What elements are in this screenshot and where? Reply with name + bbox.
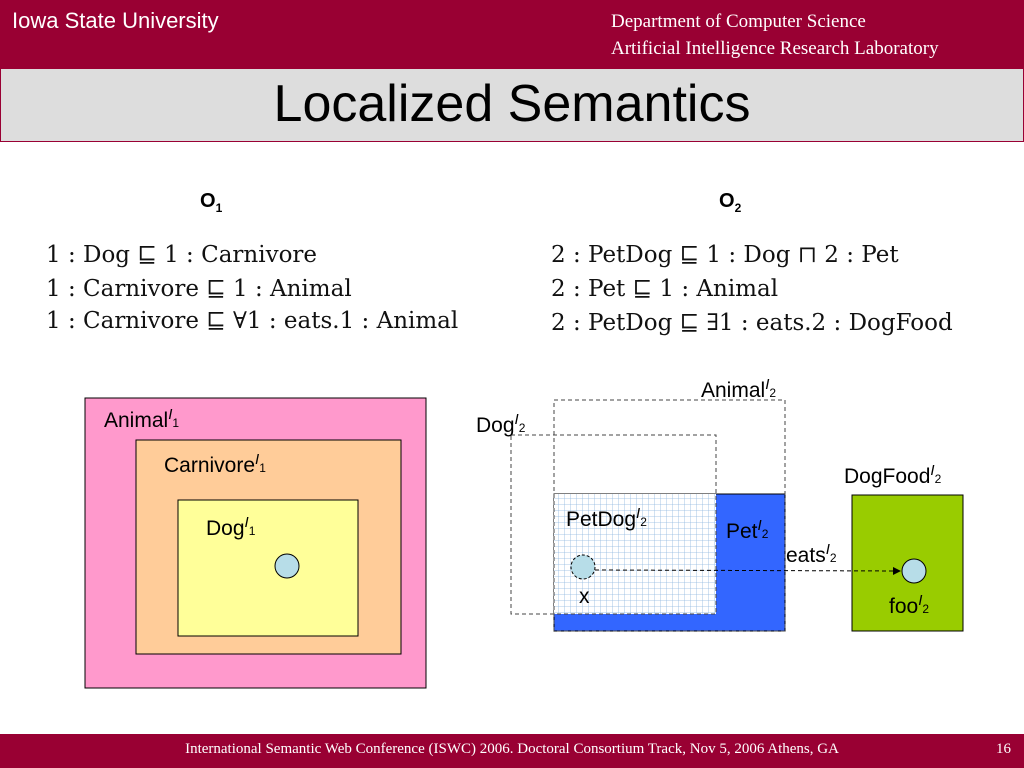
department-line-2: Artificial Intelligence Research Laborat… <box>611 38 939 59</box>
ontology-2-subscript: 2 <box>734 201 742 215</box>
animal-i1-name: Animal <box>104 409 169 432</box>
foo-i2-sub: 2 <box>922 602 930 616</box>
eats-i2-name: eats <box>786 544 826 567</box>
dog-i1-label: DogI1 <box>206 514 255 541</box>
carnivore-i1-label: CarnivoreI1 <box>164 451 266 478</box>
dogfood-i2-sup: I <box>930 462 935 479</box>
dog-individual <box>274 553 300 579</box>
dog-i2-set <box>510 434 717 615</box>
animal-i1-sub: 1 <box>172 416 180 430</box>
o2-axiom-3: 2 : PetDog ⊑ ∃1 : eats.2 : DogFood <box>551 310 953 336</box>
dog-i1-sub: 1 <box>248 524 256 538</box>
dog-i2-sup: I <box>514 411 519 428</box>
petdog-i2-sub: 2 <box>640 515 647 529</box>
dog-i1-sup: I <box>244 514 249 531</box>
dog-i2-name: Dog <box>476 414 515 437</box>
o2-axiom-2: 2 : Pet ⊑ 1 : Animal <box>551 276 779 302</box>
dogfood-i2-label: DogFoodI2 <box>844 462 941 489</box>
foo-i2-label: fooI2 <box>889 592 929 619</box>
title-bar <box>0 68 1024 142</box>
carnivore-i1-sup: I <box>255 451 260 468</box>
pet-i2-sup: I <box>757 517 762 534</box>
university-name: Iowa State University <box>12 8 219 33</box>
animal-i1-sup: I <box>168 406 173 423</box>
animal-i2-sup: I <box>765 376 770 393</box>
pet-i2-sub: 2 <box>761 527 769 541</box>
pet-i2-label: PetI2 <box>726 517 768 544</box>
foo-individual <box>901 558 927 584</box>
petdog-i2-sup: I <box>636 505 641 522</box>
x-individual <box>570 554 596 580</box>
footer-text: International Semantic Web Conference (I… <box>185 741 839 757</box>
petdog-i2-set <box>554 494 716 614</box>
eats-relation-arrow <box>594 566 901 575</box>
department-block: Department of Computer Science Artificia… <box>611 8 939 62</box>
ontology-1-heading: O1 <box>200 190 222 215</box>
carnivore-i1-sub: 1 <box>259 461 266 475</box>
dog-i2-label: DogI2 <box>476 411 525 438</box>
ontology-1-name: O <box>200 190 216 212</box>
animal-i2-name: Animal <box>701 379 766 402</box>
header-bar <box>0 0 1024 68</box>
department-line-1: Department of Computer Science <box>611 11 866 32</box>
dog-i1-set <box>177 499 359 637</box>
o1-axiom-3: 1 : Carnivore ⊑ ∀1 : eats.1 : Animal <box>46 308 459 334</box>
page-number: 16 <box>996 741 1011 757</box>
eats-i2-sup: I <box>825 541 830 558</box>
foo-i2-name: foo <box>889 595 919 618</box>
o1-axiom-1: 1 : Dog ⊑ 1 : Carnivore <box>46 242 318 268</box>
animal-i2-sub: 2 <box>769 386 777 400</box>
dog-i1-name: Dog <box>206 517 245 540</box>
o1-axiom-2: 1 : Carnivore ⊑ 1 : Animal <box>46 276 352 302</box>
slide-title: Localized Semantics <box>273 75 751 133</box>
carnivore-i1-name: Carnivore <box>164 454 256 477</box>
foo-i2-sup: I <box>918 592 923 609</box>
petdog-i2-name: PetDog <box>566 508 637 531</box>
animal-i2-set <box>553 399 786 632</box>
dogfood-i2-name: DogFood <box>844 465 931 488</box>
eats-i2-sub: 2 <box>829 551 837 565</box>
pet-i2-name: Pet <box>726 520 758 543</box>
x-label: x <box>579 585 590 608</box>
ontology-2-heading: O2 <box>719 190 741 215</box>
o2-axiom-1: 2 : PetDog ⊑ 1 : Dog ⊓ 2 : Pet <box>551 242 899 268</box>
petdog-i2-label: PetDogI2 <box>566 505 647 532</box>
animal-i1-label: AnimalI1 <box>104 406 179 433</box>
ontology-1-subscript: 1 <box>215 201 223 215</box>
animal-i2-label: AnimalI2 <box>701 376 776 403</box>
dog-i2-sub: 2 <box>518 421 526 435</box>
footer-bar <box>0 734 1024 768</box>
dogfood-i2-sub: 2 <box>934 472 942 486</box>
eats-i2-label: eatsI2 <box>786 541 837 568</box>
ontology-2-name: O <box>719 190 735 212</box>
